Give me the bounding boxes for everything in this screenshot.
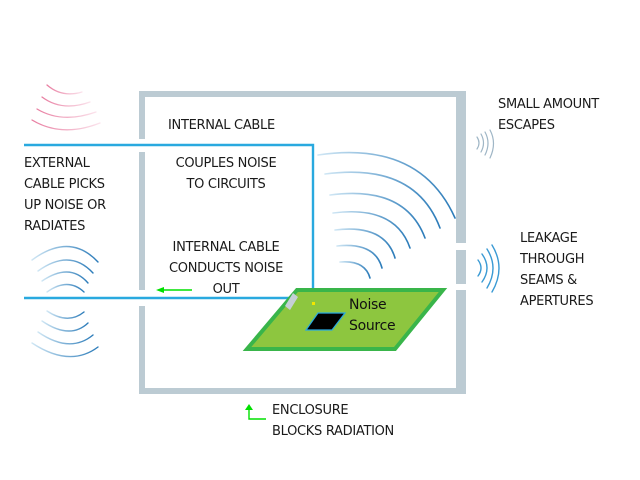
enclosure-bottom-wall	[139, 388, 466, 394]
cable-pin	[312, 302, 315, 305]
label-line: UP NOISE OR	[24, 198, 106, 213]
label-line: THROUGH	[520, 252, 585, 267]
enclosure-right-wall-lower	[456, 290, 466, 394]
leakage-waves	[477, 244, 500, 293]
label-line: CONDUCTS NOISE	[168, 261, 284, 276]
wave-arc	[46, 310, 85, 319]
external-cable-waves	[31, 245, 99, 358]
wave-arc	[31, 245, 99, 263]
board	[242, 288, 448, 351]
wave-arc	[324, 171, 441, 229]
label-line: APERTURES	[520, 294, 594, 309]
wave-arc	[41, 271, 89, 284]
enclosure-left-wall-middle	[139, 152, 145, 290]
label-line: CABLE PICKS	[24, 177, 105, 192]
enclosure-top-wall	[139, 91, 466, 97]
label-line: Noise	[349, 297, 387, 313]
wave-arc	[37, 331, 94, 345]
wave-arc	[46, 283, 85, 293]
conducts-noise-label: INTERNAL CABLE CONDUCTS NOISE OUT	[156, 237, 296, 300]
arrow-left-icon	[156, 287, 192, 293]
wave-arc	[31, 119, 101, 131]
wave-arc	[480, 133, 485, 153]
circuit-board	[242, 288, 448, 351]
wave-arc	[491, 244, 500, 293]
wave-arc	[41, 96, 91, 107]
enclosure-blocks-label: ENCLOSURE BLOCKS RADIATION	[272, 400, 394, 442]
enclosure-right-wall-upper	[456, 91, 466, 243]
cables	[24, 143, 315, 303]
wave-arc	[36, 108, 97, 118]
leakage-label: LEAKAGE THROUGH SEAMS & APERTURES	[520, 228, 594, 312]
external-cable-top	[24, 143, 315, 303]
wave-arc	[477, 259, 482, 277]
wave-arc	[486, 248, 494, 289]
label-line: ESCAPES	[498, 118, 555, 133]
label-line: Source	[349, 318, 396, 334]
label-line: BLOCKS RADIATION	[272, 424, 394, 439]
label-line: SMALL AMOUNT	[498, 97, 599, 112]
label-line: SEAMS &	[520, 273, 577, 288]
cable-connector	[285, 293, 298, 310]
wave-arc	[317, 151, 456, 219]
internal-cable-label: INTERNAL CABLE	[168, 115, 275, 136]
pickup-noise-waves	[31, 84, 101, 131]
wave-arc	[489, 129, 495, 159]
label-line: COUPLES NOISE	[175, 156, 277, 171]
wave-arc	[484, 131, 489, 156]
wave-arc	[476, 136, 480, 150]
noise-source-chip	[304, 312, 347, 331]
wave-arc	[31, 342, 99, 358]
escape-waves	[476, 129, 495, 159]
label-line: OUT	[212, 282, 240, 297]
enclosure-left-wall-upper	[139, 91, 145, 139]
wave-arc	[329, 192, 426, 239]
arrow-up-icon	[245, 404, 266, 420]
label-line: LEAKAGE	[520, 231, 578, 246]
label-line: TO CIRCUITS	[186, 177, 266, 192]
wave-arc	[481, 253, 488, 283]
enclosure-left-wall-lower	[139, 306, 145, 394]
external-cable-label: EXTERNAL CABLE PICKS UP NOISE OR RADIATE…	[24, 153, 106, 237]
small-amount-label: SMALL AMOUNT ESCAPES	[498, 94, 599, 136]
noise-source-label: Noise Source	[349, 295, 396, 337]
wave-arc	[332, 210, 411, 249]
wave-arc	[41, 320, 89, 332]
wave-arc	[37, 259, 94, 274]
wave-arc	[46, 84, 83, 95]
enclosure-right-wall-middle	[456, 250, 466, 284]
label-line: RADIATES	[24, 219, 86, 234]
enclosure	[139, 91, 466, 394]
wave-arc	[336, 244, 383, 269]
label-line: ENCLOSURE	[272, 403, 349, 418]
couples-noise-label: COUPLES NOISE TO CIRCUITS	[158, 153, 294, 195]
wave-arc	[334, 228, 396, 259]
label-line: INTERNAL CABLE	[168, 118, 275, 133]
label-line: EXTERNAL	[24, 156, 90, 171]
internal-radiation-waves	[317, 151, 456, 279]
label-line: INTERNAL CABLE	[172, 240, 280, 255]
wave-arc	[339, 261, 371, 279]
